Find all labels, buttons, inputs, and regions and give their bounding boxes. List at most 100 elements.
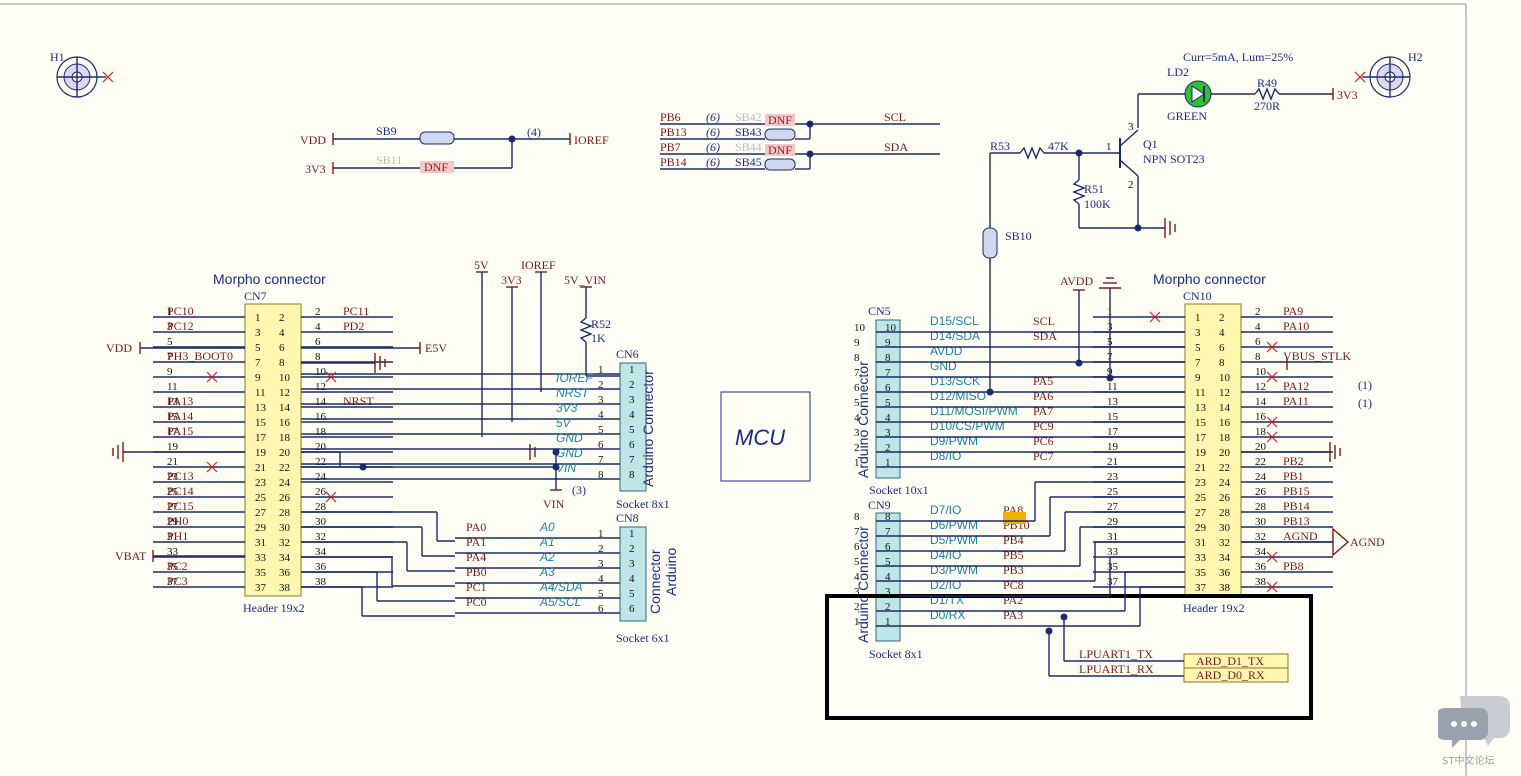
- cn6-label-2: IOREF: [556, 371, 593, 385]
- cn9-pin-6: 6: [885, 541, 891, 553]
- cn5-pin-9: 9: [885, 337, 891, 349]
- cn8-mcu-1: PA0: [466, 520, 486, 534]
- cn10-num-right-14: 14: [1255, 396, 1267, 408]
- cn10-num-left-35: 35: [1107, 561, 1119, 573]
- led-color: GREEN: [1167, 109, 1207, 123]
- cn7-num-right-2: 2: [315, 306, 321, 318]
- title-cn9-arduino: Arduino Connector: [855, 526, 871, 643]
- cn7-num-left-15: 15: [167, 411, 179, 423]
- cn8-mcu-2: PA1: [466, 535, 486, 549]
- net-3v3-top: 3V3: [305, 162, 326, 176]
- header-cn10: [1184, 303, 1242, 597]
- cn7-num-left-9: 9: [167, 366, 173, 378]
- cn10-num-right-30: 30: [1255, 516, 1267, 528]
- cn7-num-right-28: 28: [315, 501, 327, 513]
- ref-r49: R49: [1257, 76, 1277, 90]
- cn7-pin-23: 23: [255, 477, 267, 489]
- cn10-pin-20: 20: [1219, 447, 1231, 459]
- net-n6-a: (6): [706, 110, 720, 124]
- cn5-label-5: D12/MISO: [930, 389, 986, 403]
- cn7-pin-27: 27: [255, 507, 267, 519]
- cn7-num-right-36: 36: [315, 561, 327, 573]
- cn7-label-left-15: PH1: [167, 529, 188, 543]
- ref-r51: R51: [1084, 182, 1104, 196]
- cn5-mcu-9: SDA: [1033, 329, 1057, 343]
- watermark: ST中文论坛: [1436, 690, 1518, 772]
- cn7-num-right-32: 32: [315, 531, 326, 543]
- mcu-label: MCU: [735, 425, 785, 450]
- cn10-label-right-17: PB8: [1283, 559, 1304, 573]
- ref-cn8: CN8: [616, 511, 639, 525]
- cn9-mcu-6: PB4: [1003, 533, 1024, 547]
- ref-h1: H1: [50, 50, 65, 64]
- cn7-label-left-7: PA14: [167, 409, 193, 423]
- ref-sb10: SB10: [1005, 229, 1032, 243]
- cn10-pin-6: 6: [1219, 342, 1225, 354]
- cn5-pinnum-10: 10: [854, 322, 866, 334]
- ref-sb11: SB11: [376, 153, 402, 167]
- net-n4: (4): [527, 125, 541, 139]
- cn8-mcu-6: PC0: [466, 595, 487, 609]
- cn10-pin-37: 37: [1195, 582, 1207, 594]
- cn7-num-left-23: 23: [167, 471, 179, 483]
- cn7-num-left-31: 31: [167, 531, 178, 543]
- cn7-pin-4: 4: [279, 327, 285, 339]
- footer-cn7: Header 19x2: [243, 601, 305, 615]
- cn7-label-left-18: PC3: [167, 574, 188, 588]
- cn8-label-2: A1: [539, 535, 555, 549]
- nc-mark-b-8: [1266, 431, 1278, 443]
- cn10-num-right-24: 24: [1255, 471, 1267, 483]
- cn9-pin-7: 7: [885, 526, 891, 538]
- cn10-pin-34: 34: [1219, 552, 1231, 564]
- cn10-pin-7: 7: [1195, 357, 1201, 369]
- i2c-solder-bridges: PB6 PB13 PB7 PB14 (6) (6) (6) (6) SB42 S…: [660, 110, 940, 171]
- cn7-pin-1: 1: [255, 312, 261, 324]
- cn10-pin-25: 25: [1195, 492, 1207, 504]
- cn10-pin-27: 27: [1195, 507, 1207, 519]
- cn8-pinnum-4: 4: [598, 573, 604, 585]
- cn10-pin-19: 19: [1195, 447, 1207, 459]
- cn5-pin-4: 4: [885, 412, 891, 424]
- net-vdd-top: VDD: [300, 133, 326, 147]
- cn9-label-8: D7/IO: [930, 503, 961, 517]
- cn7-num-right-12: 12: [315, 381, 326, 393]
- cn8-pin-3: 3: [629, 558, 635, 570]
- ref-cn9: CN9: [868, 498, 891, 512]
- socket-cn8: [619, 526, 647, 622]
- cn10-num-left-29: 29: [1107, 516, 1119, 528]
- cn9-pin-2: 2: [885, 601, 891, 613]
- cn7-label-right-0: PC11: [343, 304, 369, 318]
- cn10-label-right-13: PB14: [1283, 499, 1310, 513]
- cn10-num-right-22: 22: [1255, 456, 1266, 468]
- ref-sb42: SB42: [735, 110, 762, 124]
- cn7-pin-2: 2: [279, 312, 285, 324]
- cn7-pin-10: 10: [279, 372, 291, 384]
- cn5-mcu-2: PC6: [1033, 434, 1054, 448]
- cn7-num-left-7: 7: [167, 351, 173, 363]
- cn7-pin-18: 18: [279, 432, 291, 444]
- cn6-label-8: VIN: [556, 461, 576, 475]
- cn5-label-9: D14/SDA: [930, 329, 980, 343]
- net-lpuart1-tx: LPUART1_TX: [1079, 647, 1153, 661]
- cn10-pin-2: 2: [1219, 312, 1225, 324]
- cn5-label-1: D8/IO: [930, 449, 961, 463]
- cn7-num-right-34: 34: [315, 546, 327, 558]
- cn9-pinnum-1: 1: [854, 616, 860, 628]
- cn10-num-right-16: 16: [1255, 411, 1267, 423]
- cn10-pin-38: 38: [1219, 582, 1231, 594]
- cn7-num-right-10: 10: [315, 366, 327, 378]
- cn9-mcu-1: PA3: [1003, 608, 1023, 622]
- cn8-pinnum-6: 6: [598, 603, 604, 615]
- i2c-pin-1: PB13: [660, 125, 687, 139]
- cn8-pins: 11A0PA022A1PA133A2PA444A3PB055A4/SDAPC16…: [455, 520, 635, 615]
- ref-h2: H2: [1408, 50, 1423, 64]
- cn10-pin-17: 17: [1195, 432, 1207, 444]
- cn7-label-left-0: PC10: [167, 304, 194, 318]
- cn10-pin-33: 33: [1195, 552, 1207, 564]
- cn10-label-right-14: PB13: [1283, 514, 1310, 528]
- net-ioref-left: IOREF: [521, 258, 556, 272]
- cn10-num-right-32: 32: [1255, 531, 1266, 543]
- q1-pin1: 1: [1106, 141, 1112, 153]
- cn10-label-right-15: AGND: [1283, 529, 1318, 543]
- cn6-pinnum-1: 1: [598, 364, 604, 376]
